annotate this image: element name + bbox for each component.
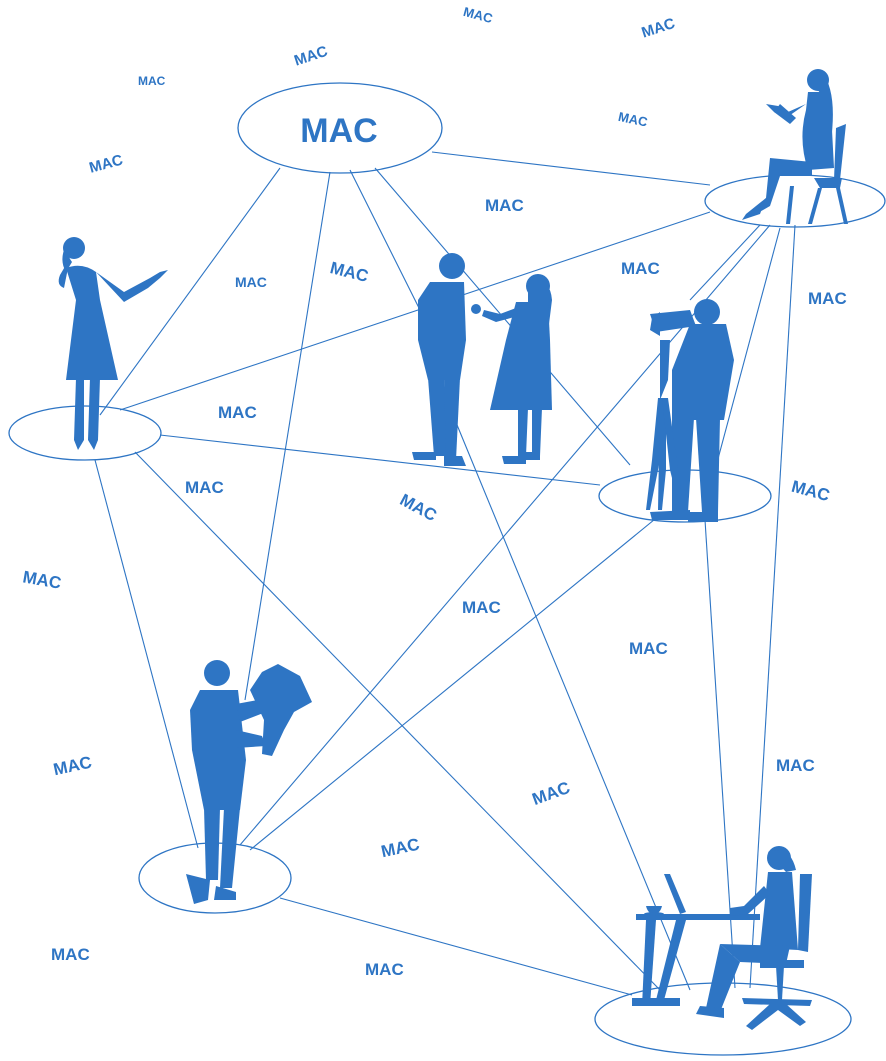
node-ellipses [8, 82, 886, 1056]
mac-labels: MAC MAC MAC MAC MAC MAC MAC MAC MAC MAC … [21, 4, 846, 979]
node-ellipse [704, 174, 886, 228]
hub-label: MAC [300, 112, 377, 150]
mac-label: MAC [87, 151, 125, 176]
connection-lines [94, 151, 796, 996]
connection-line [119, 211, 711, 411]
mac-label: MAC [51, 945, 90, 964]
mac-label: MAC [808, 289, 847, 308]
mac-label: MAC [530, 778, 573, 809]
mac-label: MAC [617, 109, 650, 130]
mac-label: MAC [328, 258, 370, 286]
mac-label: MAC [138, 74, 166, 88]
woman-on-phone-figure [58, 237, 168, 450]
connection-line [349, 169, 431, 331]
connection-line [689, 224, 761, 301]
mac-label: MAC [462, 598, 501, 617]
interviewer-man-figure [412, 253, 466, 466]
mac-label: MAC [235, 274, 267, 290]
connection-line [94, 459, 199, 849]
mac-label: MAC [462, 4, 495, 26]
mac-label: MAC [52, 753, 94, 780]
connection-line [749, 224, 796, 989]
mac-label: MAC [365, 960, 404, 979]
mac-label: MAC [379, 835, 421, 862]
man-reading-newspaper-figure [186, 660, 312, 904]
mac-label: MAC [621, 259, 660, 278]
hub-node [237, 82, 443, 174]
mac-label: MAC [397, 490, 440, 525]
mac-label: MAC [639, 15, 677, 42]
mac-label: MAC [292, 43, 330, 70]
connection-line [244, 171, 331, 701]
mac-label: MAC [776, 756, 815, 775]
connection-line [454, 419, 691, 991]
node-ellipse [8, 405, 162, 461]
connection-line [279, 897, 633, 996]
reporter-woman-figure [471, 274, 552, 464]
connection-line [239, 224, 771, 846]
mac-label: MAC [629, 639, 668, 658]
connection-line [431, 151, 711, 186]
connection-line [134, 451, 661, 991]
mac-label: MAC [485, 196, 524, 215]
woman-reading-on-chair-figure [742, 69, 848, 224]
connection-line [249, 514, 661, 851]
mac-label: MAC [21, 567, 62, 592]
connection-line [159, 434, 601, 486]
mac-label: MAC [185, 478, 224, 497]
connection-line [714, 227, 781, 471]
connection-line [99, 167, 281, 416]
cameraman-with-tripod-figure [646, 299, 734, 522]
woman-at-laptop-desk-figure [632, 846, 812, 1030]
mac-label: MAC [218, 403, 257, 422]
mac-label: MAC [789, 477, 831, 505]
